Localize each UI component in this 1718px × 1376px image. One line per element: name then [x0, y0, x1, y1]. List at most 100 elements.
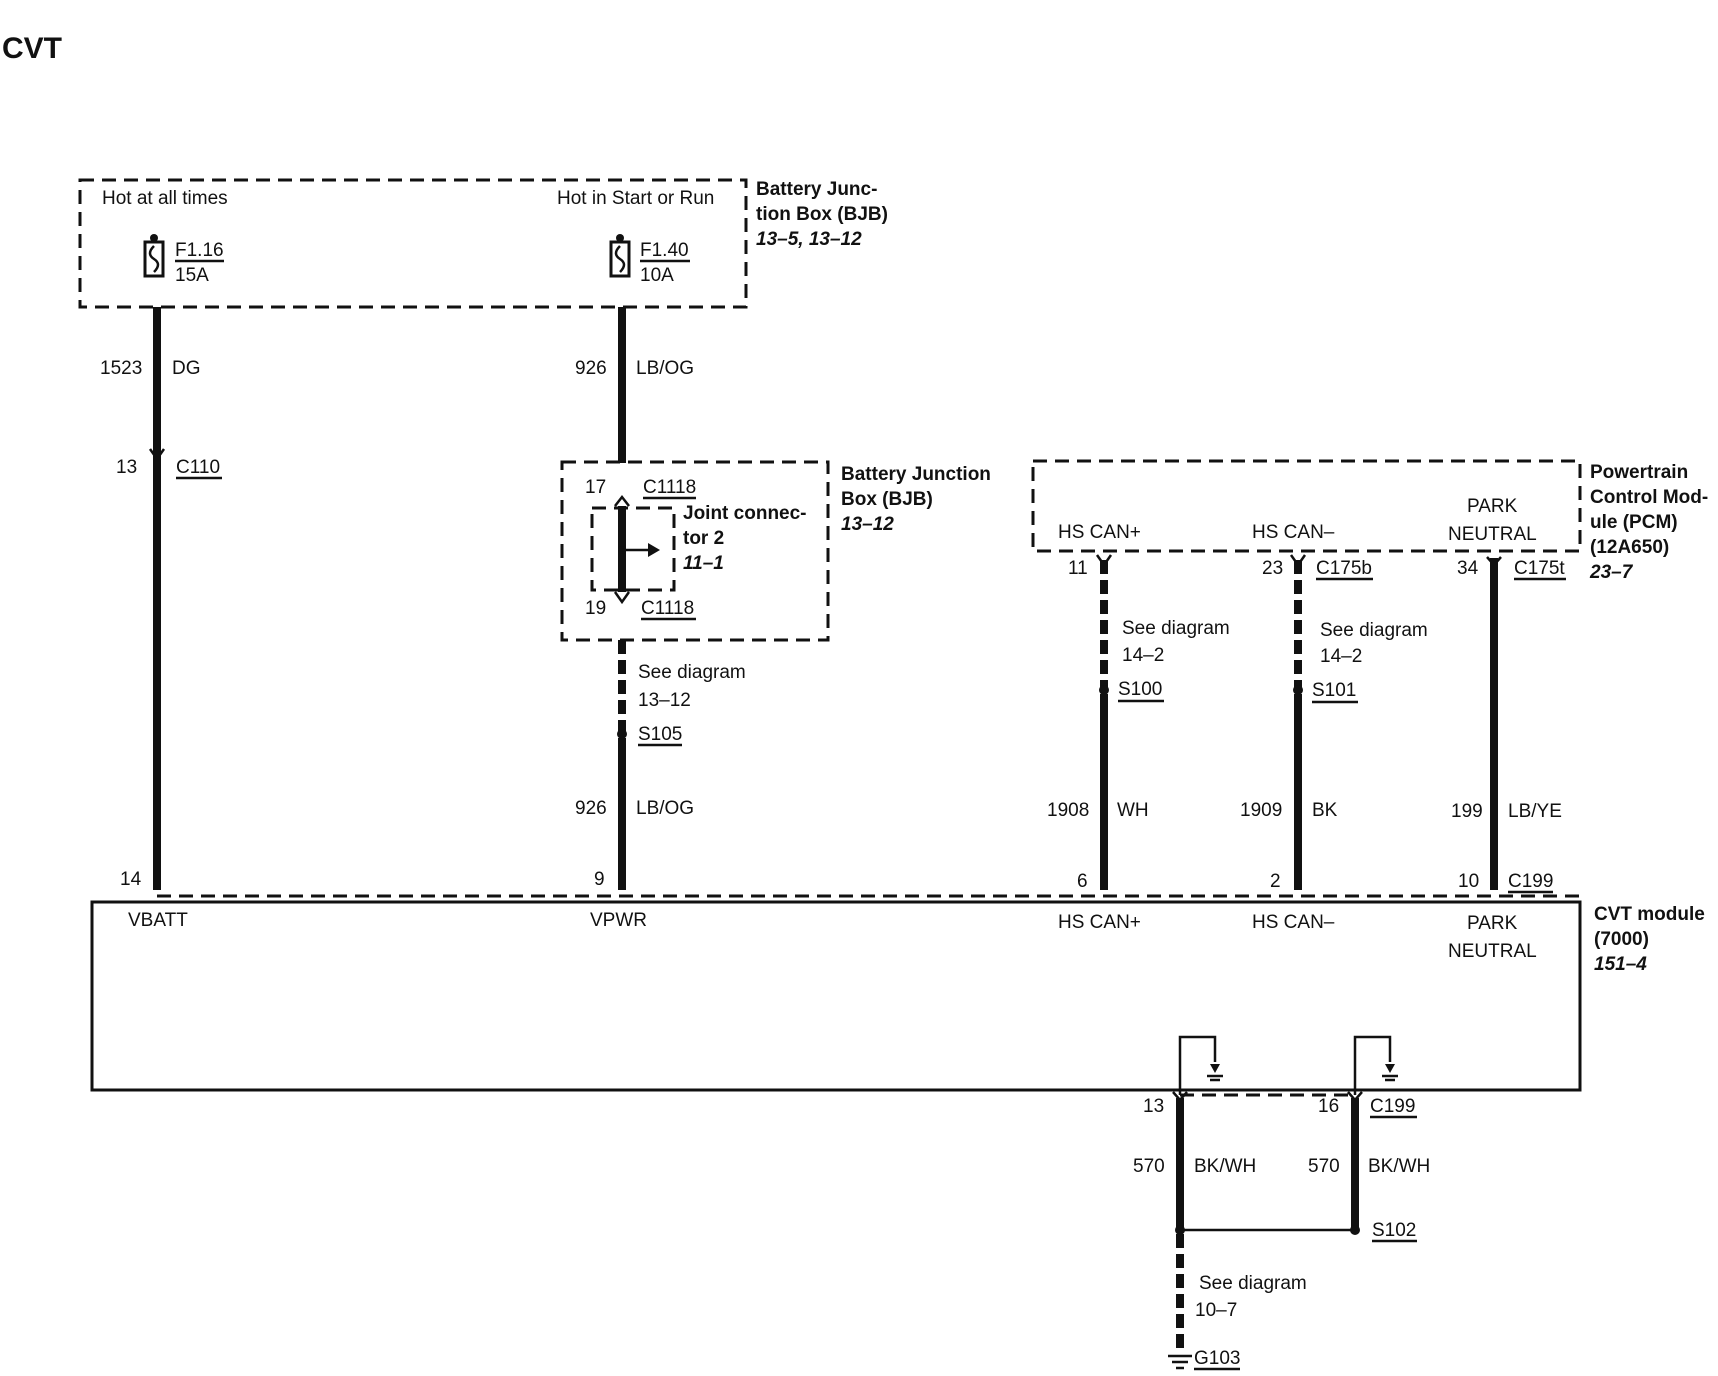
- bjb-top-name-1: Battery Junc-: [756, 179, 877, 200]
- vpwr-see-diagram-2: 13–12: [638, 690, 691, 711]
- c110-label: C110: [176, 457, 220, 478]
- cvt-neutral-label: NEUTRAL: [1448, 941, 1537, 962]
- cvt-hs-can-minus-label: HS CAN–: [1252, 912, 1335, 933]
- g103-ground-icon: [1168, 1354, 1192, 1370]
- can-minus-module-pin: 2: [1270, 871, 1281, 892]
- cvt-module-name-2: (7000): [1594, 929, 1649, 950]
- pcm-box: Powertrain Control Mod- ule (PCM) (12A65…: [1031, 459, 1708, 583]
- g103-label: G103: [1194, 1348, 1240, 1369]
- cvt-park-label: PARK: [1467, 913, 1518, 934]
- page-title: CVT: [2, 32, 62, 65]
- s100-splice-icon: [1099, 685, 1109, 695]
- s105-splice-icon: [617, 729, 627, 739]
- fuse-f116-icon: [143, 234, 165, 278]
- vpwr-color-bottom: LB/OG: [636, 798, 694, 819]
- cvt-module-name-1: CVT module: [1594, 904, 1705, 925]
- s102-label: S102: [1372, 1220, 1416, 1241]
- bjb-mid-ref: 13–12: [841, 514, 894, 535]
- pcm-name-3: ule (PCM): [1590, 512, 1678, 533]
- vpwr-pin-19: 19: [585, 598, 606, 619]
- joint-connector-box: [590, 506, 676, 592]
- wire-park-neutral: 34 C175t 199 LB/YE 10 C199: [1451, 556, 1566, 894]
- fuse-f116-id: F1.16: [175, 240, 224, 261]
- cvt-vbatt-label: VBATT: [128, 910, 188, 931]
- wire-vbatt: 1523 DG 13 C110 14: [100, 307, 222, 890]
- can-minus-color: BK: [1312, 800, 1338, 821]
- ground-pin-b: 16: [1318, 1096, 1339, 1117]
- pcm-ref: 23–7: [1589, 562, 1634, 583]
- can-minus-see-diagram-1: See diagram: [1320, 620, 1428, 641]
- bjb-mid-name-2: Box (BJB): [841, 489, 933, 510]
- c1118-bottom-label: C1118: [641, 598, 694, 619]
- pcm-park: PARK: [1467, 496, 1518, 517]
- wire-hs-can-plus: 11 See diagram 14–2 S100 1908 WH 6: [1047, 554, 1230, 892]
- c1118-top-connector-icon: [614, 494, 630, 507]
- pcm-name-1: Powertrain: [1590, 462, 1688, 483]
- vpwr-see-diagram-1: See diagram: [638, 662, 746, 683]
- wire-vpwr: 926 LB/OG Battery Junction Box (BJB) 13–…: [560, 307, 991, 890]
- ground-see-diagram-1: See diagram: [1199, 1273, 1307, 1294]
- ground-pin-a: 13: [1143, 1096, 1164, 1117]
- can-plus-pcm-pin: 11: [1068, 558, 1088, 579]
- pcm-name-2: Control Mod-: [1590, 487, 1708, 508]
- fuse-f140-icon: [609, 234, 631, 278]
- bjb-top-box: Hot at all times Hot in Start or Run Bat…: [78, 178, 888, 309]
- cvt-module-ref: 151–4: [1594, 954, 1647, 975]
- can-plus-module-pin: 6: [1077, 871, 1088, 892]
- ground-color-b: BK/WH: [1368, 1156, 1430, 1177]
- can-minus-see-diagram-2: 14–2: [1320, 646, 1362, 667]
- vpwr-circuit-top: 926: [575, 358, 607, 379]
- fuse-f140-rating: 10A: [640, 265, 674, 286]
- pcm-neutral: NEUTRAL: [1448, 524, 1537, 545]
- can-minus-circuit: 1909: [1240, 800, 1282, 821]
- park-neutral-color: LB/YE: [1508, 801, 1562, 822]
- joint-connector-name-1: Joint connec-: [683, 503, 807, 524]
- bjb-top-name-2: tion Box (BJB): [756, 204, 888, 225]
- park-neutral-pcm-pin: 34: [1457, 558, 1479, 579]
- can-plus-color: WH: [1117, 800, 1149, 821]
- joint-connector-name-2: tor 2: [683, 528, 724, 549]
- vbatt-color: DG: [172, 358, 201, 379]
- pcm-hs-can-plus: HS CAN+: [1058, 522, 1141, 543]
- s101-splice-icon: [1293, 685, 1303, 695]
- can-plus-circuit: 1908: [1047, 800, 1089, 821]
- c1118-bottom-connector-icon: [613, 591, 631, 605]
- joint-connector-ref: 11–1: [683, 553, 724, 574]
- s100-label: S100: [1118, 679, 1162, 700]
- park-neutral-circuit: 199: [1451, 801, 1483, 822]
- ground-see-diagram-2: 10–7: [1195, 1300, 1237, 1321]
- fuse-f116-rating: 15A: [175, 265, 209, 286]
- ground-color-a: BK/WH: [1194, 1156, 1256, 1177]
- hot-at-all-times-label: Hot at all times: [102, 188, 228, 209]
- c1118-top-label: C1118: [643, 477, 696, 498]
- bjb-mid-name-1: Battery Junction: [841, 464, 991, 485]
- ground-circuit-b: 570: [1308, 1156, 1340, 1177]
- vbatt-circuit: 1523: [100, 358, 142, 379]
- s105-label: S105: [638, 724, 682, 745]
- fuse-f140-id: F1.40: [640, 240, 689, 261]
- bjb-mid-box: [560, 460, 830, 642]
- vpwr-color-top: LB/OG: [636, 358, 694, 379]
- park-neutral-module-pin: 10: [1458, 871, 1479, 892]
- s102-splice-icon: [1350, 1225, 1360, 1235]
- joint-arrow-icon: [648, 543, 660, 557]
- pcm-hs-can-minus: HS CAN–: [1252, 522, 1335, 543]
- wire-hs-can-minus: 23 C175b See diagram 14–2 S101 1909 BK 2: [1240, 554, 1428, 892]
- cvt-vpwr-label: VPWR: [590, 910, 647, 931]
- c199-bottom-label: C199: [1370, 1096, 1415, 1117]
- can-plus-see-diagram-2: 14–2: [1122, 645, 1164, 666]
- c199-top-label: C199: [1508, 871, 1553, 892]
- hot-in-start-run-label: Hot in Start or Run: [557, 188, 714, 209]
- vbatt-module-pin: 14: [120, 869, 142, 890]
- ground-circuit: 13 16 C199 570 BK/WH 570 BK/WH S102 See …: [1133, 1091, 1430, 1371]
- can-minus-pcm-pin: 23: [1262, 558, 1283, 579]
- vpwr-circuit-bottom: 926: [575, 798, 607, 819]
- vpwr-pin-17: 17: [585, 477, 606, 498]
- c110-connector-icon: [148, 448, 166, 462]
- cvt-module: CVT module (7000) 151–4 VBATT VPWR HS CA…: [90, 894, 1705, 1095]
- cvt-hs-can-plus-label: HS CAN+: [1058, 912, 1141, 933]
- can-plus-see-diagram-1: See diagram: [1122, 618, 1230, 639]
- internal-ground-icon-2: [1353, 1035, 1398, 1095]
- ground-circuit-a: 570: [1133, 1156, 1165, 1177]
